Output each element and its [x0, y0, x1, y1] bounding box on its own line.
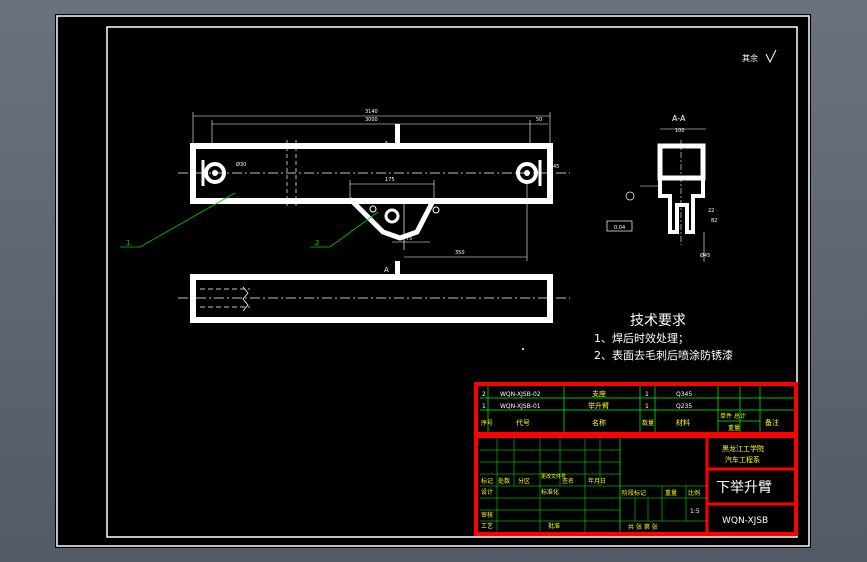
leader-1 [120, 192, 236, 248]
beam-outline [190, 143, 553, 204]
bracket [348, 197, 437, 241]
dim-right-offset: 50 [536, 117, 542, 123]
section-right: 22 [708, 208, 714, 214]
tb-school: 黑龙江工学院 [722, 444, 764, 453]
dim-hole: Ø30 [236, 161, 246, 168]
tech-title: 技术要求 [630, 313, 686, 329]
top-view: A [178, 261, 570, 323]
dim-right-side: 45 [553, 164, 559, 170]
bom-row1-code: WQN-XJSB-01 [500, 403, 541, 410]
tech-line-2: 2、表面去毛刺后喷涂防锈漆 [594, 348, 733, 362]
bom-hdr-weight: 重量 [728, 424, 740, 432]
bom-row1-no: 1 [482, 403, 486, 410]
section-fork [658, 178, 705, 234]
bom-hdr-code: 代号 [516, 418, 530, 427]
tb-date: 年月日 [588, 477, 606, 485]
bom-hdr-no: 序号 [481, 419, 493, 427]
tolerance-box [606, 220, 633, 232]
bracket-hole [384, 208, 400, 224]
dim-bracket: 175 [385, 177, 395, 183]
title-block: 标记 处数 分区 更改文件号 签名 年月日 设计 标准化 阶段标记 重量 比例 … [474, 434, 798, 536]
section-box [657, 143, 706, 181]
tb-dept: 汽车工程系 [725, 455, 760, 464]
leader-1-label: 1 [126, 239, 130, 247]
bom-row1-qty: 1 [645, 403, 649, 410]
paper [55, 14, 811, 548]
inner-frame [106, 26, 798, 538]
bom-row2-code: WQN-XJSB-02 [500, 391, 541, 398]
tb-standard: 标准化 [541, 488, 559, 496]
bom-row2-name: 支座 [592, 389, 606, 398]
hole-left [204, 162, 226, 184]
section-view: A-A 100 0.04 22 82 Ø45 [606, 114, 717, 262]
tb-zone: 分区 [518, 477, 530, 485]
tb-approve: 批准 [548, 522, 560, 530]
tolerance-text: 0.04 [614, 225, 625, 231]
tb-mark: 标记 [481, 477, 493, 485]
hole-left-center [212, 170, 218, 176]
section-mark-bottom: A [384, 266, 389, 274]
tb-sheets: 共 张 第 张 [628, 523, 658, 531]
tb-sign: 签名 [562, 477, 574, 485]
tb-review: 审核 [481, 511, 493, 519]
section-mark-top: A [384, 140, 389, 148]
tb-weight: 重量 [665, 489, 677, 497]
bom-hdr-qty: 数量 [642, 419, 654, 427]
tb-design: 设计 [481, 488, 493, 496]
section-cut-top [395, 124, 400, 146]
tb-scale-label: 比例 [688, 489, 700, 497]
bom-hdr-material: 材料 [676, 418, 690, 427]
dim-bracket-long: 350 [455, 250, 465, 256]
tb-drawing-name: 下举升臂 [716, 480, 772, 496]
section-title: A-A [672, 114, 686, 123]
bom-hdr-unit-total: 单件 总计 [720, 412, 746, 420]
bom-row1-name: 举升臂 [588, 401, 609, 410]
top-beam-outline [190, 274, 553, 323]
section-width: 100 [675, 128, 685, 134]
bom-row2-no: 2 [482, 391, 486, 398]
hole-right-center [524, 170, 530, 176]
title-border [474, 434, 798, 536]
leader-2-label: 2 [315, 239, 319, 247]
outer-frame [56, 15, 810, 547]
tb-stage-mark: 阶段标记 [622, 489, 646, 497]
bom-hdr-name: 名称 [592, 418, 606, 427]
section-right2: 82 [711, 218, 717, 224]
tech-requirements: 技术要求 1、焊后时效处理； 2、表面去毛刺后喷涂防锈漆 [522, 313, 733, 362]
dim-inner-text: 3000 [365, 117, 378, 123]
tb-scale-value: 1:5 [690, 508, 700, 515]
bom-row2-qty: 1 [645, 391, 649, 398]
dim-overall-text: 3140 [365, 109, 378, 115]
section-bottom: Ø45 [700, 252, 710, 259]
tb-change-doc: 更改文件号 [541, 473, 566, 480]
front-view: A 3140 3000 50 Ø30 45 175 75 350 1 2 [120, 109, 570, 261]
tech-line-1: 1、焊后时效处理； [594, 331, 689, 345]
roughness-symbol [765, 49, 777, 64]
roughness-text: 其余 [742, 53, 758, 63]
bom-row2-material: Q345 [676, 391, 692, 398]
leader-2 [310, 211, 379, 248]
tb-process: 工艺 [481, 522, 493, 530]
dim-bracket-small: 75 [406, 236, 412, 242]
bom-hdr-remark: 备注 [765, 418, 779, 427]
bom-row1-material: Q235 [676, 403, 692, 410]
tb-drawing-no: WQN-XJSB [722, 516, 768, 526]
tb-count: 处数 [498, 477, 510, 485]
